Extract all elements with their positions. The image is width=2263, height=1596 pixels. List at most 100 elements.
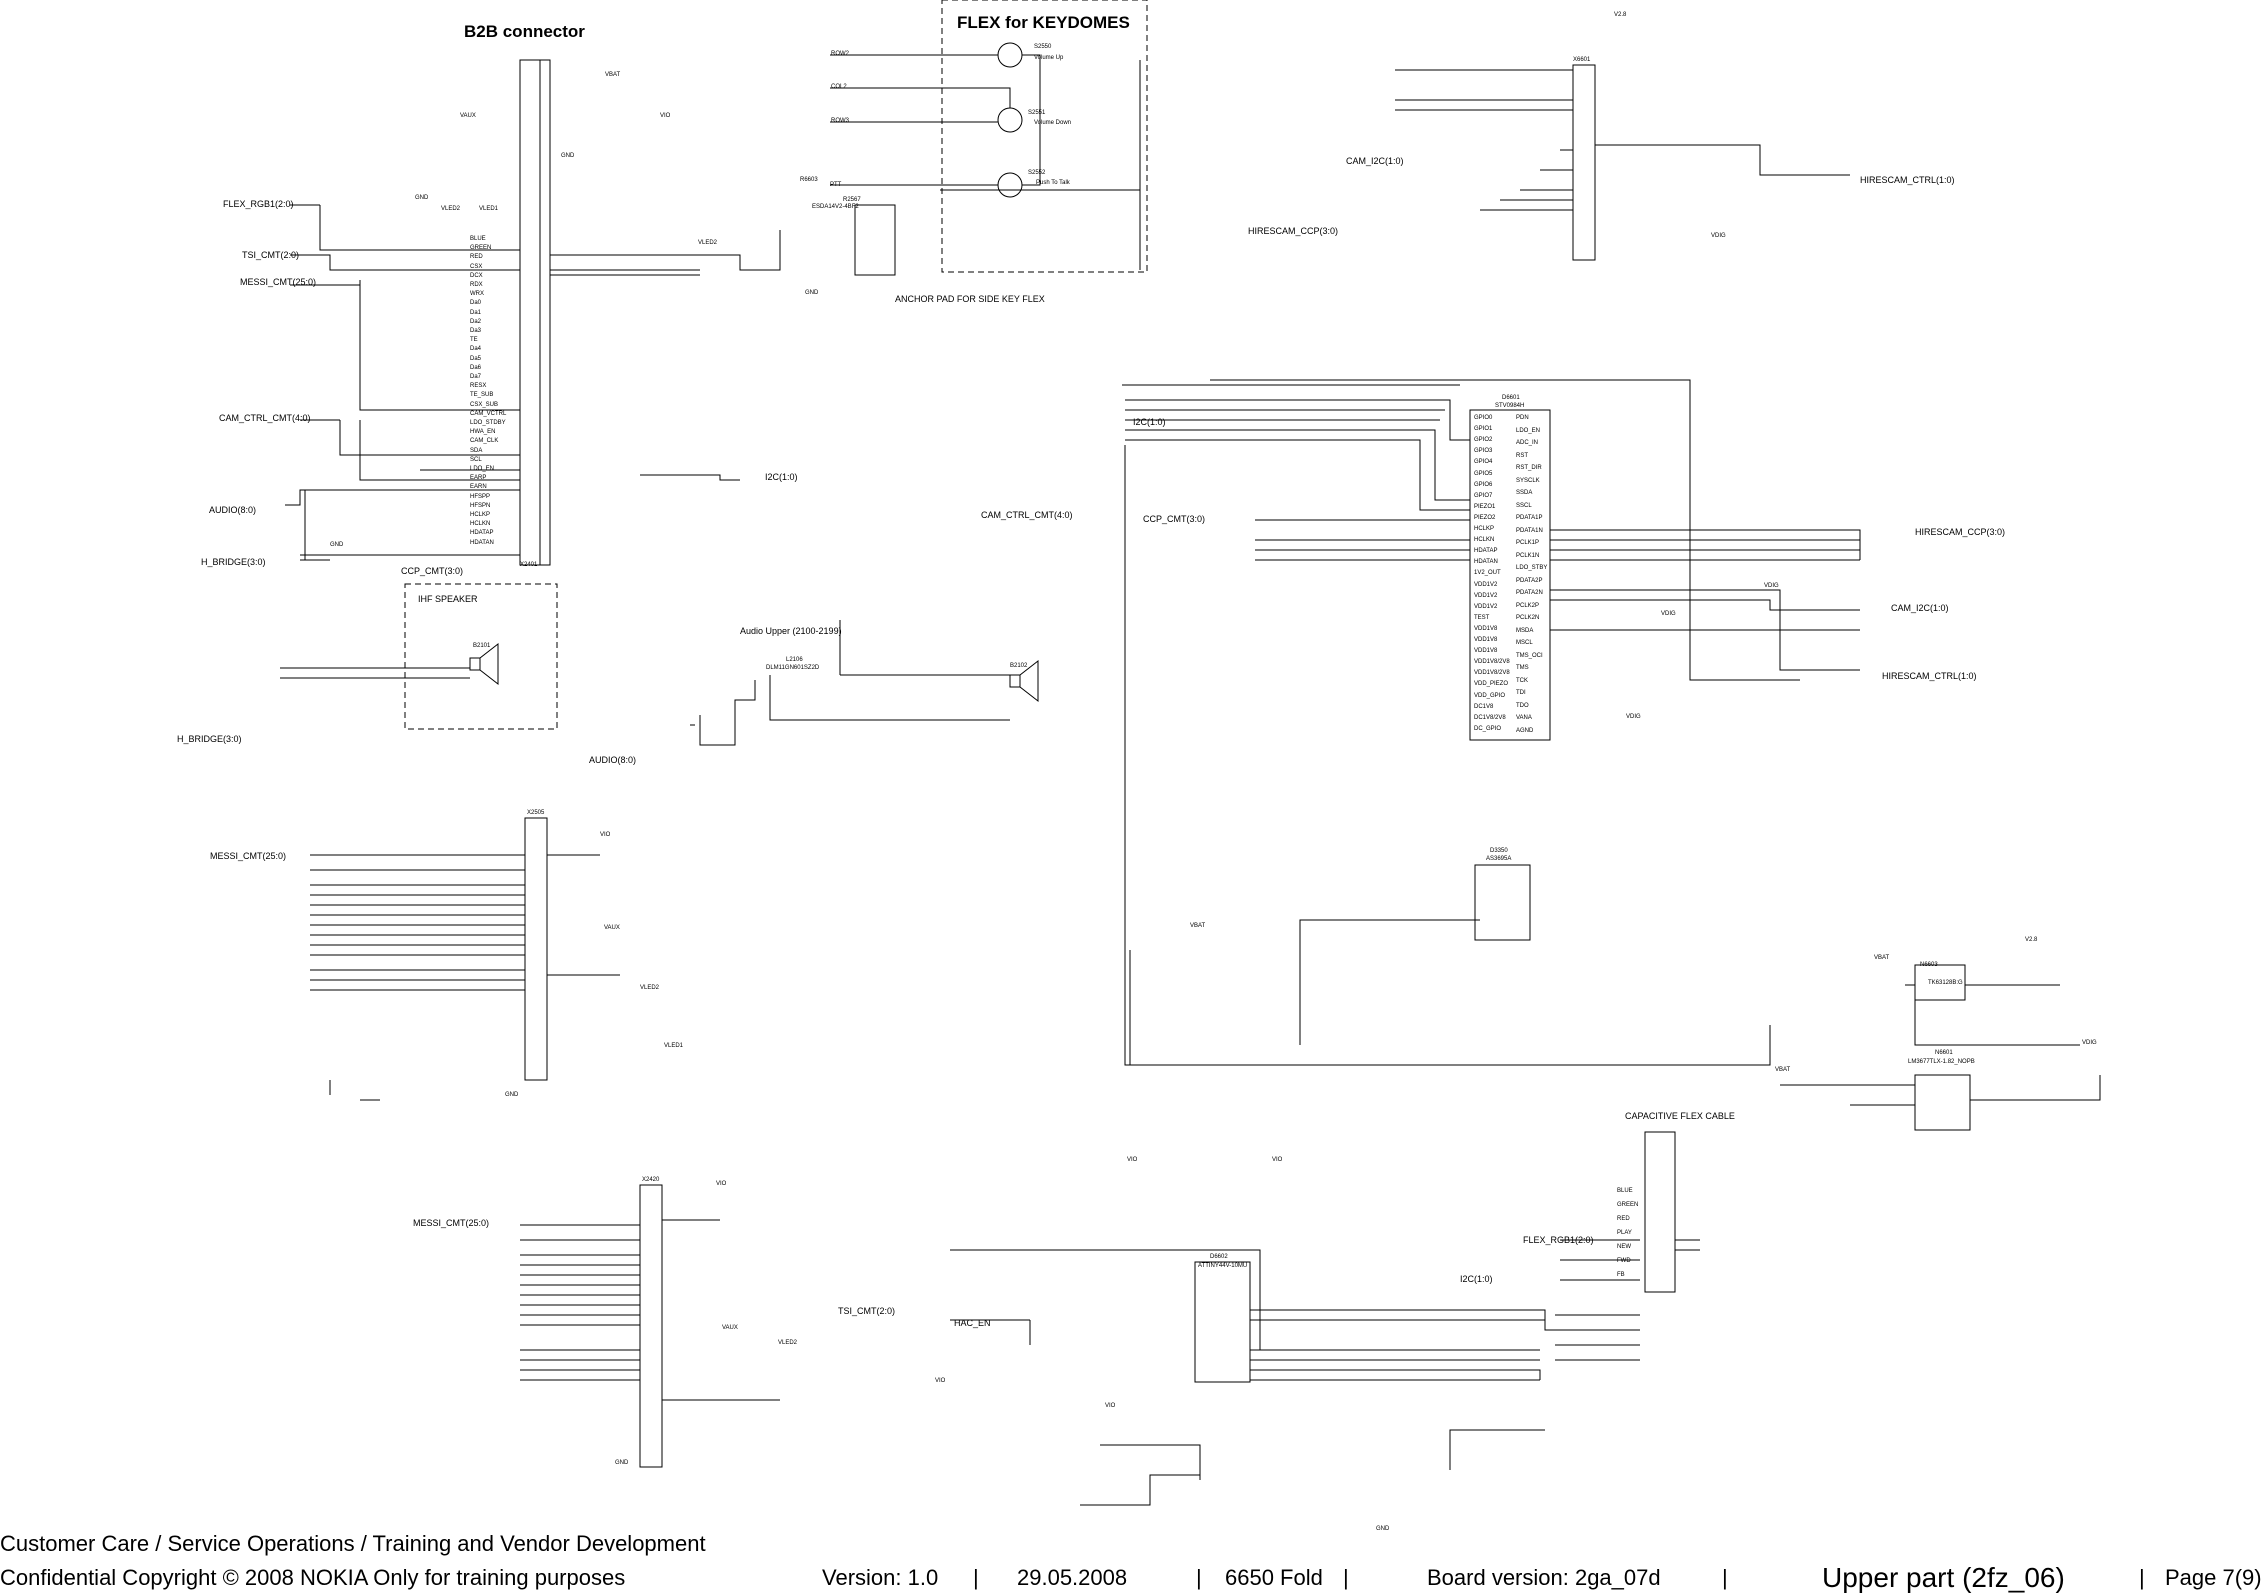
b2b-connector-pins	[539, 59, 551, 566]
net-hirescam-ctrl-2: HIRESCAM_CTRL(1:0)	[1882, 671, 1977, 681]
b2b-pin-10: Da3	[470, 328, 482, 334]
d6601-right-pin-18: MSCL	[1516, 640, 1533, 646]
x2505-wires	[310, 854, 620, 991]
footer-version: Version: 1.0	[822, 1565, 939, 1590]
key-col2: COL2	[831, 84, 847, 90]
keydome-wires	[830, 54, 1041, 186]
gnd-6: GND	[615, 1460, 629, 1466]
ic-d6601-ref: D6601	[1502, 395, 1520, 401]
d6601-left-pin-2: GPIO2	[1474, 437, 1493, 444]
connector-x2505	[524, 817, 548, 1081]
d6601-left-pin-24: VDD_PIEZO	[1474, 681, 1509, 688]
ccp-wires	[1255, 519, 1861, 561]
footer-page: Page 7(9)	[2165, 1565, 2262, 1590]
flex-keydomes-title: FLEX for KEYDOMES	[957, 13, 1130, 32]
rail-v28: V2.8	[1614, 12, 1627, 18]
capacitive-flex-cable	[1644, 1131, 1676, 1293]
net-messi-cmt-3: MESSI_CMT(25:0)	[413, 1218, 490, 1228]
esd-part: ESDA14V2-4BF2	[812, 204, 859, 210]
b2b-connector-body	[519, 59, 551, 566]
d6601-right-pin-12: LDO_STBY	[1516, 565, 1548, 571]
net-i2c-mcu: I2C(1:0)	[1460, 1274, 1493, 1284]
rail-vio-6: VIO	[935, 1378, 946, 1384]
d6601-left-pin-6: GPIO6	[1474, 481, 1493, 488]
d6601-left-pin-17: VDD1V2	[1474, 603, 1498, 610]
rail-vaux: VAUX	[460, 113, 476, 119]
footer-date: 29.05.2008	[1017, 1565, 1128, 1590]
net-tsi-cmt: TSI_CMT(2:0)	[242, 250, 300, 260]
b2b-pin-24: SCL	[470, 456, 482, 463]
footer-sep-5: |	[2139, 1565, 2145, 1590]
d6601-left-pin-0: GPIO0	[1474, 415, 1493, 421]
footer-board: Board version: 2ga_07d	[1427, 1565, 1661, 1590]
speaker-b2101	[469, 642, 499, 686]
footer-sep-2: |	[1196, 1565, 1202, 1590]
rail-vaux-2: VAUX	[604, 925, 620, 931]
d6601-right-pin-0: PDN	[1516, 415, 1529, 421]
regulator-wires	[1780, 984, 2101, 1106]
b2b-pin-11: TE	[470, 337, 478, 344]
b2b-pin-8: Da1	[470, 309, 482, 316]
net-ccp-cmt: CCP_CMT(3:0)	[401, 566, 464, 576]
b2b-pin-19: CAM_VCTRL	[470, 410, 507, 417]
b2b-pin-0: BLUE	[470, 236, 486, 242]
connector-x2420	[639, 1184, 663, 1468]
d6601-right-pin-24: VANA	[1516, 715, 1532, 721]
ihf-speaker-frame	[404, 583, 558, 730]
footer-line2: Confidential Copyright © 2008 NOKIA Only…	[0, 1565, 626, 1590]
d6601-left-pin-18: TEST	[1474, 614, 1490, 621]
d6601-right-pin-9: PDATA1N	[1516, 527, 1543, 534]
d6601-right-pin-22: TDI	[1516, 690, 1526, 696]
res-r2567: R2567	[843, 197, 861, 203]
d6601-left-pin-5: GPIO5	[1474, 470, 1493, 477]
speaker-b2102	[1009, 659, 1039, 703]
net-tsi-cmt-2: TSI_CMT(2:0)	[838, 1306, 896, 1316]
b2b-pin-31: HCLKN	[470, 521, 491, 528]
b2b-pin-29: HFSPN	[470, 502, 491, 509]
rail-vaux-3: VAUX	[722, 1325, 738, 1331]
b2b-pin-15: Da7	[470, 374, 482, 380]
b2b-pin-32: HDATAP	[470, 530, 494, 537]
d6601-right-pin-4: RST_DIR	[1516, 465, 1542, 471]
key-s2552: S2552	[1028, 170, 1046, 176]
rail-vdig-2: VDIG	[1764, 583, 1779, 589]
key-volume-down: Volume Down	[1034, 120, 1072, 126]
net-audio-2: AUDIO(8:0)	[589, 755, 637, 765]
connector-x6601	[1572, 64, 1596, 261]
audio-upper-label: Audio Upper (2100-2199)	[740, 626, 842, 636]
net-i2c-cam: I2C(1:0)	[1133, 417, 1166, 427]
ic-d6601-part: STV0984H	[1495, 403, 1525, 409]
footer-sep-4: |	[1722, 1565, 1728, 1590]
d6601-left-pin-22: VDD1V8/2V8	[1474, 659, 1510, 666]
ic-d6602-part: ATTINY44V-10MU	[1198, 1263, 1248, 1269]
rail-vdig: VDIG	[1711, 233, 1726, 239]
gnd-2: GND	[561, 153, 575, 159]
footer-sheet-name: Upper part (2fz_06)	[1822, 1562, 2065, 1593]
footer-sep-1: |	[973, 1565, 979, 1590]
d6601-right-pin-2: ADC_IN	[1516, 440, 1539, 446]
cap-flex-pin-1: GREEN	[1617, 1202, 1639, 1208]
b2b-pin-25: LDO_EN	[470, 466, 495, 472]
ic-n6601-part: LM3677TLX-1.82_NOPB	[1908, 1059, 1975, 1065]
net-hac-en: HAC_EN	[954, 1318, 991, 1328]
rail-vbat-3: VBAT	[1874, 955, 1890, 961]
rail-vled1-2: VLED1	[664, 1043, 684, 1049]
ic-n6603-ref: N6603	[1920, 962, 1938, 968]
net-cam-ctrl-cmt-2: CAM_CTRL_CMT(4:0)	[981, 510, 1073, 520]
b2b-pin-22: CAM_CLK	[470, 438, 499, 445]
b2b-pin-26: EARP	[470, 475, 487, 482]
d6601-right-pin-3: RST	[1516, 452, 1528, 459]
net-messi-cmt-2: MESSI_CMT(25:0)	[210, 851, 287, 861]
d6601-left-pin-14: 1V2_OUT	[1474, 570, 1501, 577]
mcu-wires	[950, 1249, 1560, 1506]
key-row3: ROW3	[831, 118, 849, 124]
d6601-left-pin-4: GPIO4	[1474, 459, 1493, 466]
switch-s2550	[997, 42, 1023, 68]
rail-v28-2: V2.8	[2025, 937, 2038, 943]
d6601-left-pin-1: GPIO1	[1474, 426, 1493, 433]
net-cam-i2c-2: CAM_I2C(1:0)	[1891, 603, 1949, 613]
gnd-3: GND	[330, 542, 344, 548]
rail-vio-5: VIO	[1272, 1157, 1283, 1163]
b2b-pin-17: TE_SUB	[470, 392, 494, 399]
ic-d6602-ref: D6602	[1210, 1254, 1228, 1260]
